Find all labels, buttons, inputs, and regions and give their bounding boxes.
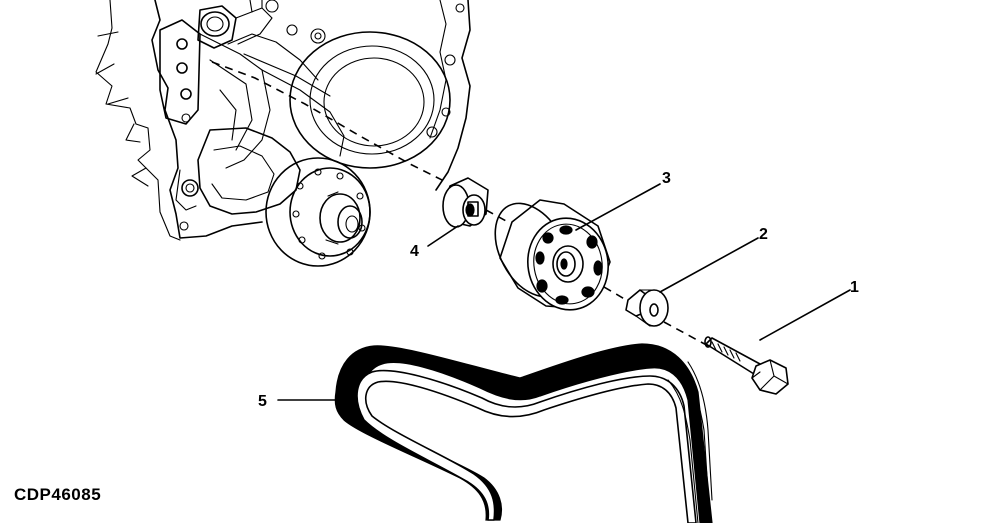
bolt-part [704, 336, 789, 395]
callout-spacer: 4 [410, 243, 419, 260]
figure-code: CDP46085 [14, 485, 102, 504]
washer-part [625, 289, 669, 327]
idler-pulley-part [494, 199, 611, 311]
engine-front-cover [95, 0, 471, 267]
spacer-part [442, 177, 489, 228]
drive-belt-part [334, 343, 713, 523]
callout-belt: 5 [258, 393, 267, 410]
callout-washer: 2 [759, 226, 768, 243]
callout-idler-pulley: 3 [662, 170, 671, 187]
leader-lines [277, 183, 851, 401]
callout-bolt: 1 [850, 279, 859, 296]
